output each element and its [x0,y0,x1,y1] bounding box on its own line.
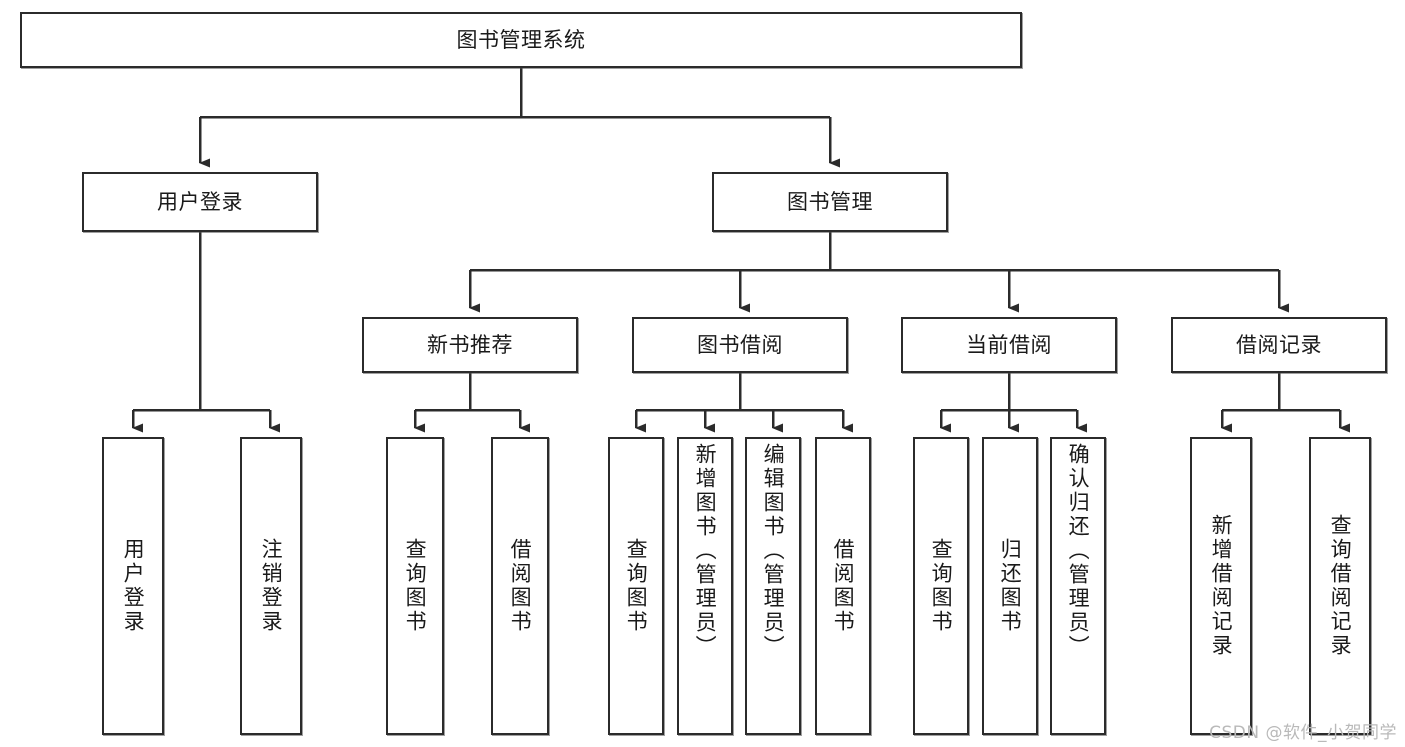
node-label: 查询图书 [624,538,649,634]
node-root-book-management-system[interactable]: 图书管理系统 [20,12,1022,68]
node-label: 借阅图书 [508,538,533,634]
node-leaf-query-book-2[interactable]: 查询图书 [608,437,664,735]
node-leaf-query-book-3[interactable]: 查询图书 [913,437,969,735]
node-label: 查询借阅记录 [1328,514,1353,658]
node-leaf-edit-book[interactable]: 编辑图书（管理员） [745,437,801,735]
node-label: 借阅图书 [831,538,856,634]
node-new-book-recommend[interactable]: 新书推荐 [362,317,578,373]
node-label: 用户登录 [121,538,146,634]
node-label: 编辑图书（管理员） [761,443,786,659]
node-label: 用户登录 [157,189,243,214]
node-user-login[interactable]: 用户登录 [82,172,318,232]
node-label: 图书借阅 [697,332,783,357]
node-label: 新增借阅记录 [1209,514,1234,658]
node-leaf-return-book[interactable]: 归还图书 [982,437,1038,735]
node-leaf-query-book-1[interactable]: 查询图书 [386,437,444,735]
node-label: 借阅记录 [1236,332,1322,357]
node-label: 新书推荐 [427,332,513,357]
node-label: 查询图书 [403,538,428,634]
node-book-borrow[interactable]: 图书借阅 [632,317,848,373]
node-leaf-confirm-return[interactable]: 确认归还（管理员） [1050,437,1106,735]
node-label: 归还图书 [998,538,1023,634]
node-leaf-add-record[interactable]: 新增借阅记录 [1190,437,1252,735]
node-label: 新增图书（管理员） [693,443,718,659]
node-label: 查询图书 [929,538,954,634]
node-leaf-borrow-book-1[interactable]: 借阅图书 [491,437,549,735]
node-leaf-logout-login[interactable]: 注销登录 [240,437,302,735]
node-label: 图书管理 [787,189,873,214]
node-label: 当前借阅 [966,332,1052,357]
node-leaf-borrow-book-2[interactable]: 借阅图书 [815,437,871,735]
node-leaf-user-login[interactable]: 用户登录 [102,437,164,735]
node-leaf-add-book[interactable]: 新增图书（管理员） [677,437,733,735]
csdn-watermark: CSDN @软件_小贺同学 [1209,723,1397,743]
node-leaf-query-record[interactable]: 查询借阅记录 [1309,437,1371,735]
node-borrow-record[interactable]: 借阅记录 [1171,317,1387,373]
node-label: 注销登录 [259,538,284,634]
node-current-borrow[interactable]: 当前借阅 [901,317,1117,373]
node-label: 图书管理系统 [456,27,586,52]
node-book-manage[interactable]: 图书管理 [712,172,948,232]
node-label: 确认归还（管理员） [1066,443,1091,659]
